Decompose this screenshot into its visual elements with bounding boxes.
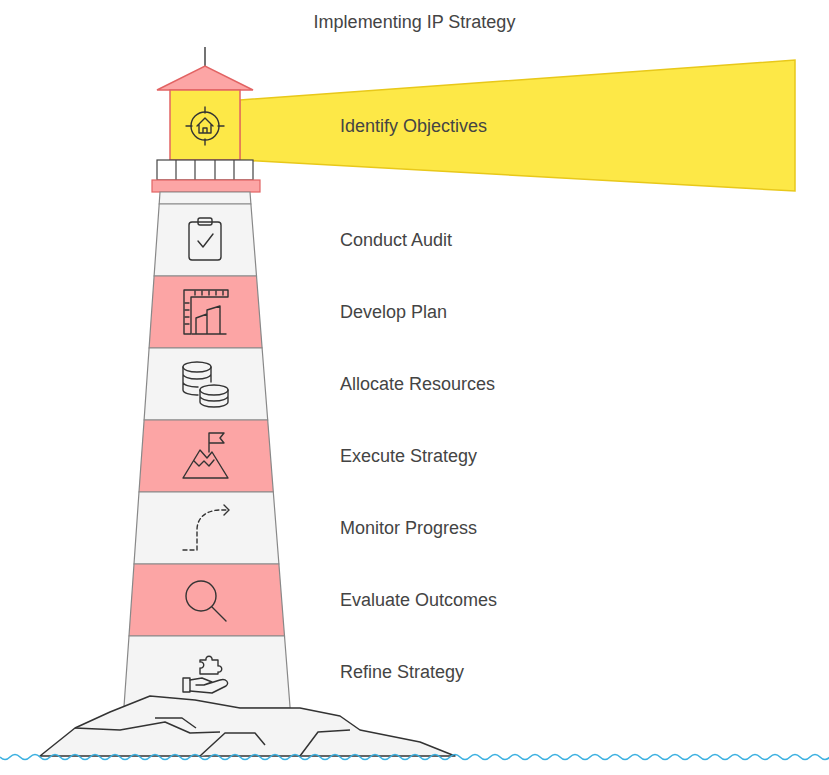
gallery-railing [157, 160, 253, 180]
step-text: Refine Strategy [340, 661, 464, 683]
step-text: Monitor Progress [340, 517, 477, 539]
diagram-title: Implementing IP Strategy [0, 12, 829, 33]
step-label: Evaluate Outcomes [340, 589, 497, 611]
hand-puzzle-icon [183, 656, 228, 693]
step-label: Allocate Resources [340, 373, 495, 395]
step-label: Conduct Audit [340, 229, 452, 251]
step-label: Monitor Progress [340, 517, 477, 539]
step-text: Execute Strategy [340, 445, 477, 467]
step-label: Develop Plan [340, 301, 447, 323]
waves [0, 755, 829, 760]
roof-pole [204, 47, 206, 67]
light-beam [240, 60, 795, 191]
step-text: Conduct Audit [340, 229, 452, 251]
step-text: Evaluate Outcomes [340, 589, 497, 611]
plan-icon [184, 290, 228, 334]
clipboard-icon [189, 218, 221, 260]
target-home-icon [186, 107, 224, 145]
lamp-room [170, 90, 240, 160]
step-label: Refine Strategy [340, 661, 464, 683]
magnifier-icon [186, 581, 226, 621]
step-text: Identify Objectives [340, 115, 487, 137]
gallery-platform [152, 180, 260, 192]
railing-posts [176, 160, 234, 180]
roof [157, 66, 253, 90]
tower-bands [124, 192, 290, 708]
step-text: Develop Plan [340, 301, 447, 323]
coins-icon [183, 362, 228, 407]
path-arrow-icon [183, 505, 229, 550]
rocks [40, 696, 455, 756]
step-label: Execute Strategy [340, 445, 477, 467]
step-text: Allocate Resources [340, 373, 495, 395]
mountain-flag-icon [183, 433, 228, 478]
step-label: Identify Objectives [340, 115, 487, 137]
